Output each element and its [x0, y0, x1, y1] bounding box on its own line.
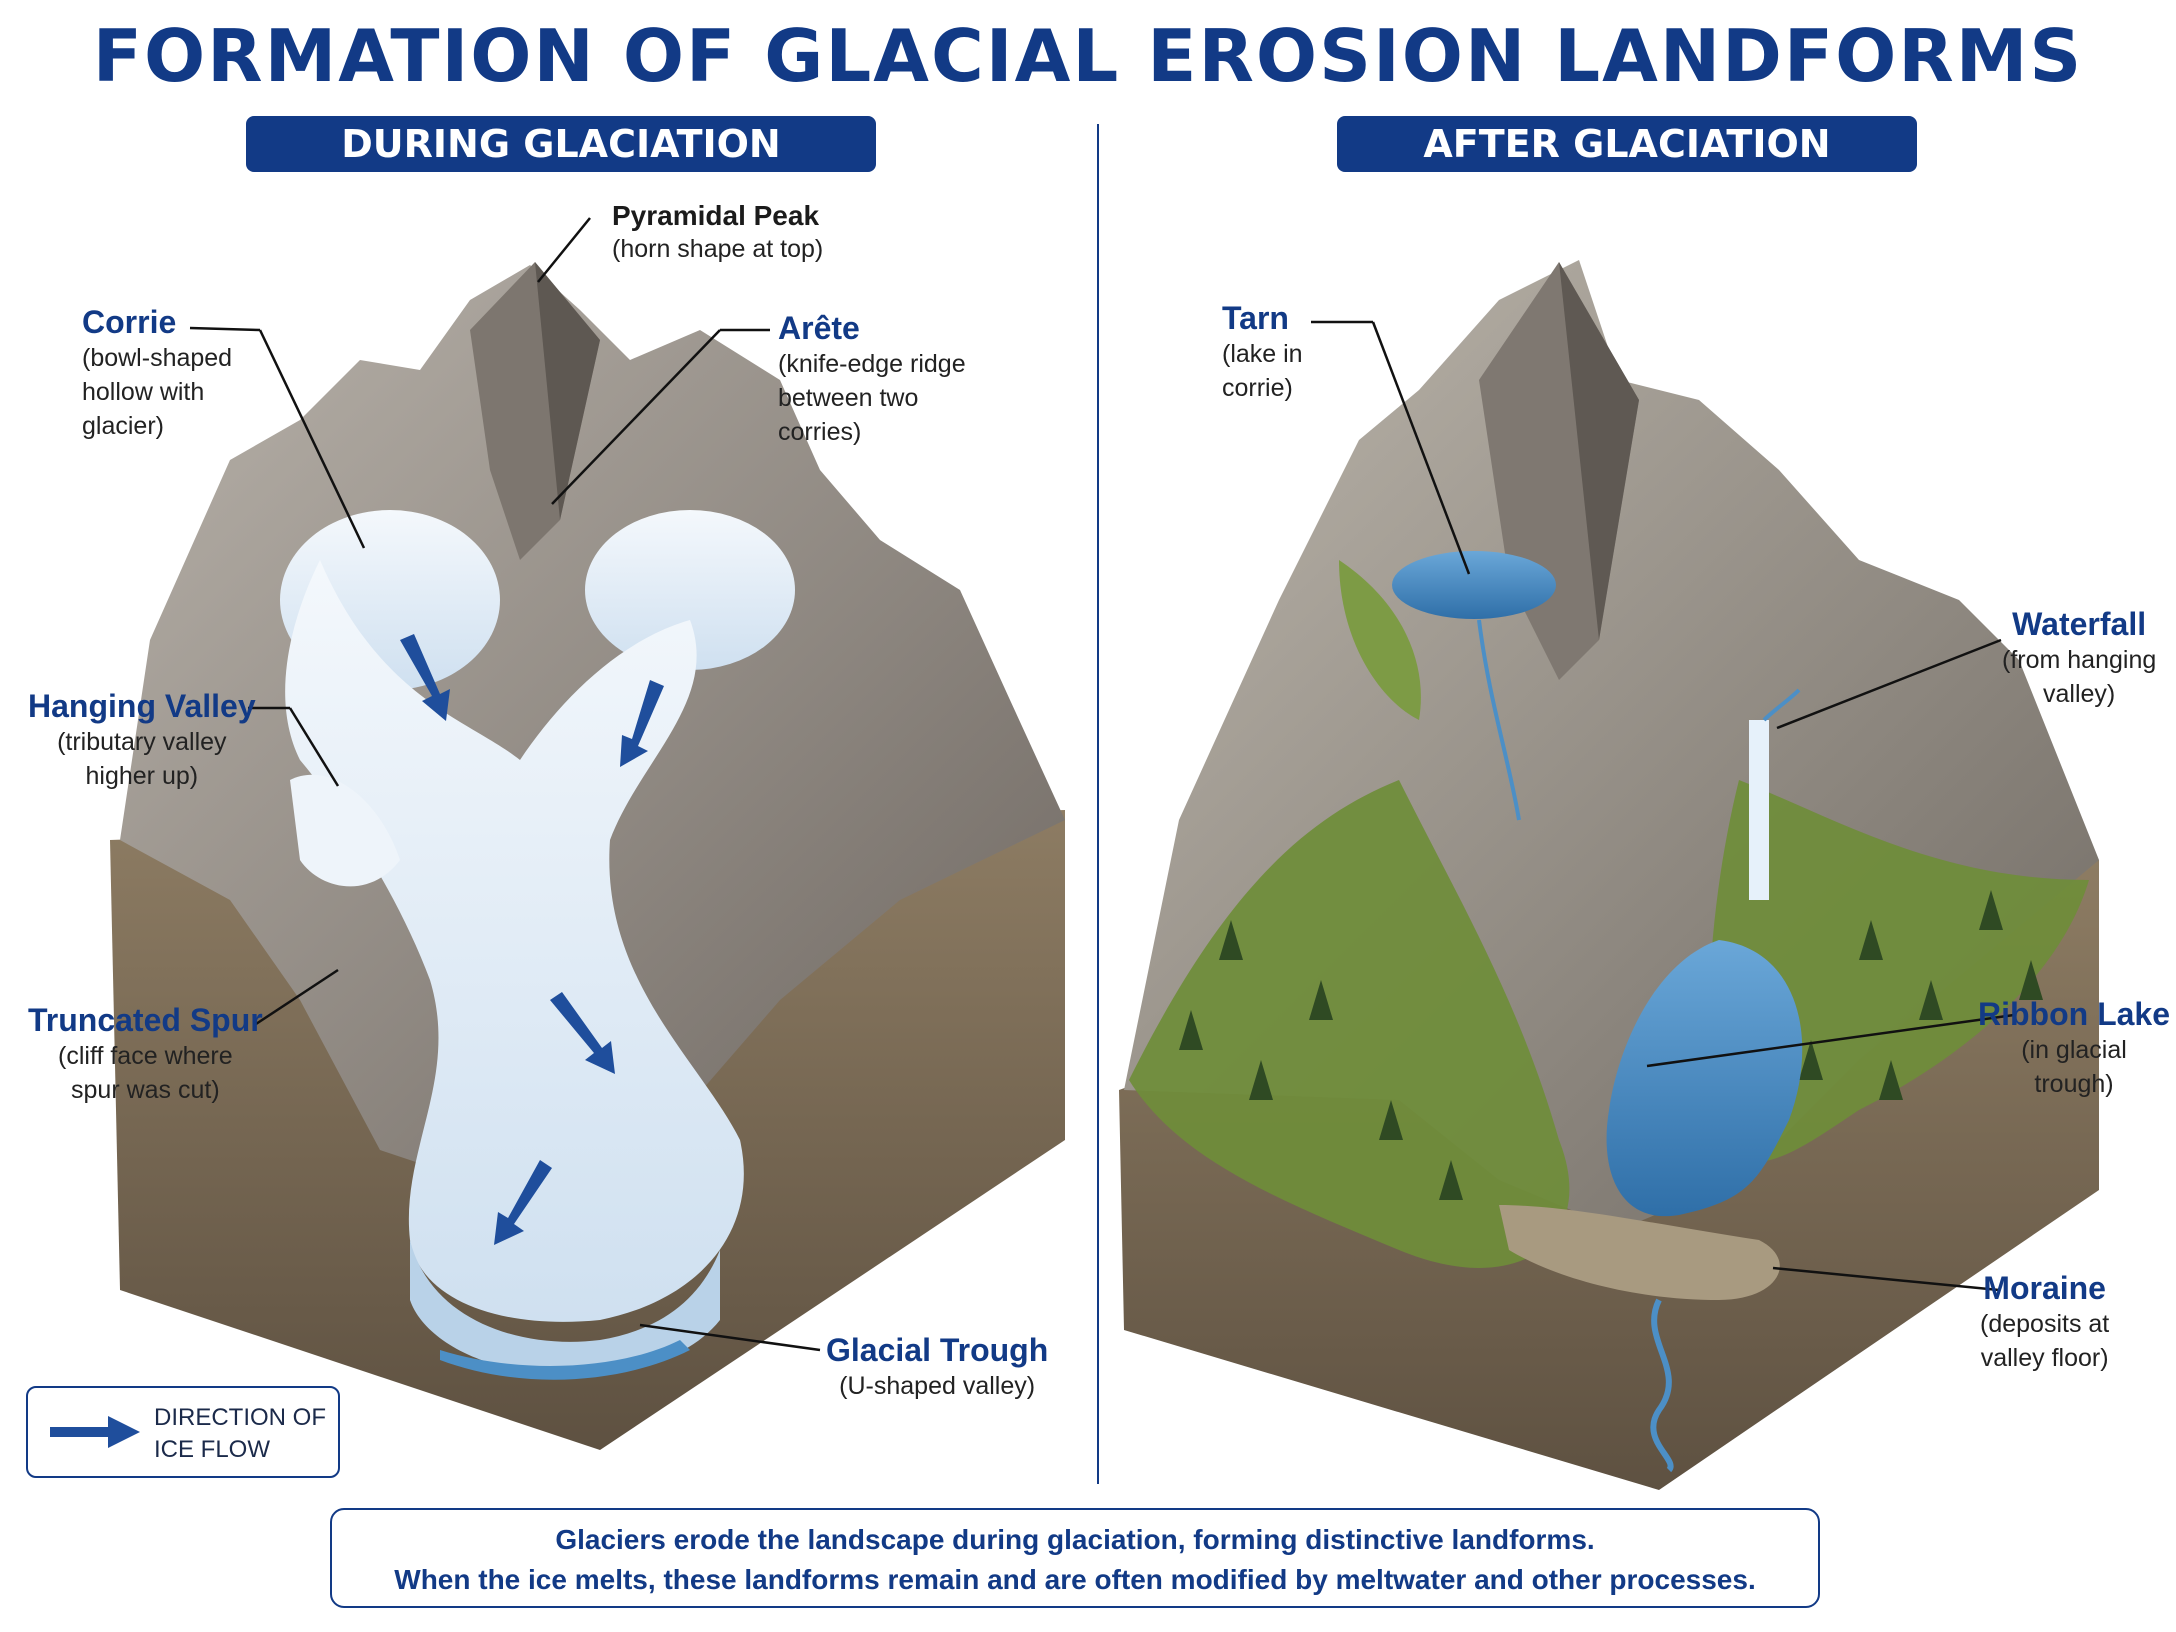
label-glacial-trough: Glacial Trough (U-shaped valley): [826, 1332, 1049, 1400]
label-ribbon-lake: Ribbon Lake (in glacial trough): [1978, 996, 2171, 1098]
label-corrie: Corrie (bowl-shaped hollow with glacier): [82, 304, 233, 440]
moraine-deposit: [1499, 1205, 1780, 1300]
legend-text: DIRECTION OF ICE FLOW: [154, 1404, 326, 1463]
label-arete: Arête (knife-edge ridge between two corr…: [778, 310, 966, 446]
label-waterfall: Waterfall (from hanging valley): [2002, 606, 2157, 708]
label-moraine: Moraine (deposits at valley floor): [1980, 1270, 2110, 1372]
label-truncated-spur: Truncated Spur (cliff face where spur wa…: [28, 1002, 263, 1104]
caption-line-1: Glaciers erode the landscape during glac…: [555, 1524, 1595, 1555]
ice-flow-arrow: [550, 992, 615, 1074]
panel-divider: [1097, 124, 1099, 1484]
after-glaciation-heading: AFTER GLACIATION: [1337, 116, 1917, 172]
glacier-front: [410, 1240, 720, 1374]
ice-flow-arrow: [620, 680, 664, 767]
ribbon-lake: [1606, 940, 1803, 1217]
waterfall-stream: [1749, 720, 1769, 900]
outflow-stream: [1650, 1298, 1674, 1473]
right-corrie-ice: [585, 510, 795, 670]
label-hanging-valley: Hanging Valley (tributary valley higher …: [28, 688, 256, 790]
during-glaciation-heading: DURING GLACIATION: [246, 116, 876, 172]
glaciated-valley-illustration: [110, 217, 1065, 1450]
ice-flow-arrow: [400, 634, 450, 721]
page-title: FORMATION OF GLACIAL EROSION LANDFORMS: [92, 14, 2084, 98]
ice-flow-arrow-icon: [50, 1416, 140, 1448]
label-tarn: Tarn (lake in corrie): [1222, 300, 1303, 402]
post-glacial-valley-illustration: [1119, 260, 2099, 1490]
hanging-valley-ice: [290, 774, 400, 887]
label-pyramidal-peak: Pyramidal Peak (horn shape at top): [612, 200, 824, 263]
flow-legend: DIRECTION OF ICE FLOW: [26, 1386, 340, 1478]
tarn-lake: [1392, 551, 1556, 619]
explanation-caption: Glaciers erode the landscape during glac…: [330, 1508, 1820, 1608]
grassland: [1129, 780, 1570, 1268]
ice-flow-arrow: [494, 1160, 552, 1245]
caption-line-2: When the ice melts, these landforms rema…: [394, 1564, 1756, 1595]
